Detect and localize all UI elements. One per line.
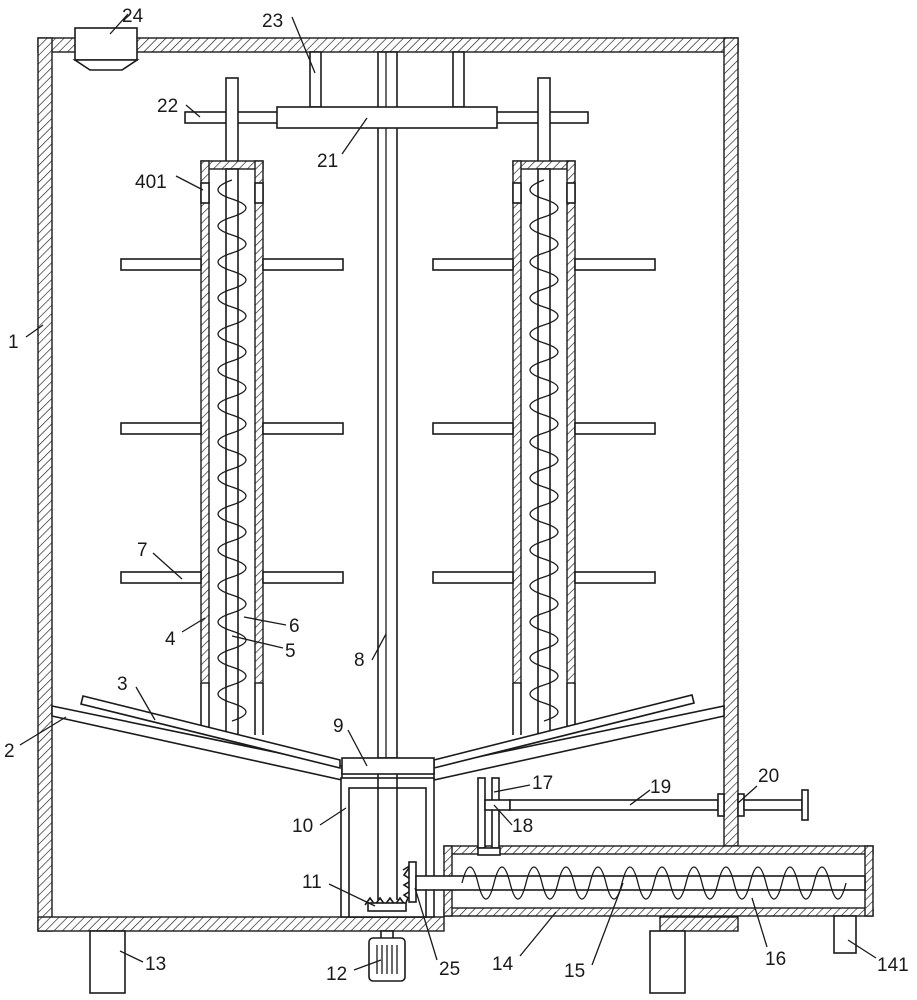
central-shaft: [378, 52, 397, 758]
label-10: 10: [292, 816, 313, 837]
label-1: 1: [8, 332, 19, 353]
motor: [369, 931, 405, 981]
label-22: 22: [157, 96, 178, 117]
label-13: 13: [145, 954, 166, 975]
discharge-housing: [341, 774, 434, 917]
label-3: 3: [117, 674, 128, 695]
leader-lines: [20, 14, 876, 970]
label-9: 9: [333, 716, 344, 737]
label-7: 7: [137, 540, 148, 561]
label-5: 5: [285, 641, 296, 662]
label-8: 8: [354, 650, 365, 671]
label-18: 18: [512, 816, 533, 837]
screw-conveyor: [416, 846, 873, 953]
label-17: 17: [532, 773, 553, 794]
label-401: 401: [135, 172, 167, 193]
label-11: 11: [302, 872, 322, 893]
label-12: 12: [326, 964, 347, 985]
label-14: 14: [492, 954, 514, 975]
label-20: 20: [758, 766, 779, 787]
label-2: 2: [4, 741, 15, 762]
top-crossbar: [185, 107, 588, 128]
label-16: 16: [765, 949, 786, 970]
shaft-collar: [342, 758, 434, 774]
label-19: 19: [650, 777, 671, 798]
label-4: 4: [165, 629, 176, 650]
feed-hopper: [75, 28, 137, 70]
right-column: [433, 78, 655, 735]
label-25: 25: [439, 959, 460, 980]
label-15: 15: [564, 961, 585, 982]
label-23: 23: [262, 11, 283, 32]
label-141: 141: [877, 955, 909, 976]
label-6: 6: [289, 616, 300, 637]
label-24: 24: [122, 6, 144, 27]
label-21: 21: [317, 151, 338, 172]
part-labels: 24 23 22 21 401 1 7 4 6 5 8 3 2 9 10 11 …: [4, 6, 909, 985]
